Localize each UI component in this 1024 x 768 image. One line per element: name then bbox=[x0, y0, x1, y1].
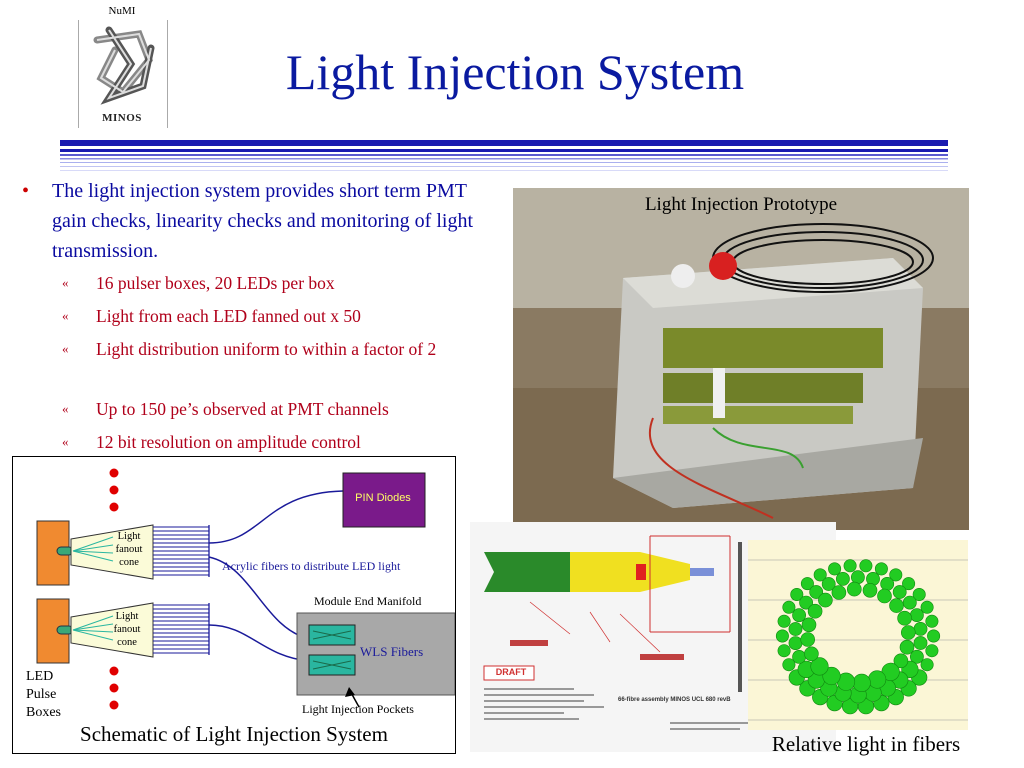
fiber-dot bbox=[799, 595, 813, 610]
prototype-photo bbox=[513, 188, 969, 530]
light-injection-pockets-label: Light Injection Pockets bbox=[302, 702, 414, 716]
fiber-dot bbox=[913, 636, 928, 650]
fiber-dot bbox=[843, 559, 857, 573]
fiber-dot bbox=[792, 608, 806, 623]
fiber-dot bbox=[893, 653, 909, 669]
logo-minos-text: MINOS bbox=[102, 112, 142, 124]
sub-bullet-text: Light distribution uniform to within a f… bbox=[96, 339, 437, 359]
photo-caption: Light Injection Prototype bbox=[644, 194, 838, 215]
fiber-dot bbox=[868, 670, 887, 689]
fiber-dot bbox=[874, 562, 888, 576]
fiber-dot bbox=[788, 636, 803, 650]
fiber-dot bbox=[892, 585, 907, 599]
logo-knot-icon bbox=[93, 26, 155, 105]
fiber-dot bbox=[813, 568, 827, 582]
led-label-line: Pulse bbox=[26, 687, 57, 702]
fiber-dot bbox=[909, 649, 924, 664]
page-title: Light Injection System bbox=[285, 44, 745, 100]
fiber-dot bbox=[902, 577, 916, 591]
fiber-dot bbox=[925, 644, 939, 658]
fiber-dot bbox=[852, 673, 871, 692]
sub-bullet-marker: « bbox=[62, 341, 69, 356]
fiber-dot bbox=[782, 658, 796, 672]
fiber-dot bbox=[810, 657, 829, 676]
fiber-dot bbox=[859, 559, 873, 573]
led-pulse-boxes-label: LED Pulse Boxes bbox=[26, 668, 76, 722]
fiber-dot bbox=[828, 562, 842, 576]
fiber-dot bbox=[790, 587, 804, 601]
fiber-dot bbox=[899, 639, 915, 655]
fiber-dot bbox=[920, 600, 934, 614]
fiber-dot bbox=[818, 592, 833, 608]
fanout-label-line: cone bbox=[117, 637, 137, 648]
fiber-dot bbox=[925, 614, 939, 628]
sub-bullet-marker: « bbox=[62, 308, 69, 323]
sub-bullet-text: 16 pulser boxes, 20 LEDs per box bbox=[96, 273, 335, 293]
fanout-label-line: cone bbox=[119, 557, 139, 568]
fiber-dot bbox=[880, 577, 895, 591]
sub-bullet-marker: « bbox=[62, 275, 69, 290]
fiber-dot bbox=[831, 585, 847, 600]
fanout-label-line: Light bbox=[117, 531, 141, 542]
fiber-dot bbox=[913, 622, 928, 636]
fiber-dot bbox=[909, 608, 924, 622]
fiber-dot bbox=[800, 632, 816, 647]
module-end-manifold-label: Module End Manifold bbox=[314, 594, 422, 608]
fanout-label-line: Light bbox=[115, 611, 139, 622]
fibers-plot-caption: Relative light in fibers bbox=[771, 732, 961, 756]
fiber-dot bbox=[901, 625, 916, 640]
fiber-dot bbox=[889, 568, 903, 582]
title-rule bbox=[60, 140, 948, 171]
schematic-diagram bbox=[12, 456, 456, 754]
fanout-cone-label-1: Light fanout cone bbox=[108, 530, 150, 569]
main-bullet-text: The light injection system provides shor… bbox=[52, 180, 473, 262]
fiber-dot bbox=[877, 588, 892, 604]
acrylic-fibers-label: Acrylic fibers to distribute LED light bbox=[222, 559, 401, 573]
minos-logo bbox=[78, 20, 168, 128]
pin-diodes-label: PIN Diodes bbox=[355, 492, 411, 504]
fiber-dot bbox=[851, 570, 865, 585]
fiber-dot bbox=[862, 582, 878, 598]
fiber-dot bbox=[902, 595, 917, 610]
bullet-marker: • bbox=[22, 180, 30, 202]
fiber-dot bbox=[804, 646, 819, 662]
fiber-dot bbox=[927, 629, 941, 643]
relative-light-plot bbox=[748, 540, 968, 730]
fiber-dot bbox=[847, 581, 862, 597]
fanout-cone-label-2: Light fanout cone bbox=[106, 610, 148, 649]
fiber-dot bbox=[836, 572, 850, 586]
fiber-dot bbox=[809, 585, 824, 599]
fiber-dot bbox=[777, 644, 791, 658]
fiber-dot bbox=[788, 622, 803, 636]
led-label-line: LED bbox=[26, 669, 54, 684]
assembly-note: 66-fibre assembly MINOS UCL 680 revB bbox=[618, 697, 731, 703]
led-label-line: Boxes bbox=[26, 705, 61, 720]
draft-label: DRAFT bbox=[495, 667, 527, 677]
fiber-dot bbox=[807, 603, 823, 619]
fiber-dot bbox=[792, 650, 806, 664]
fanout-label-line: fanout bbox=[115, 544, 143, 555]
fiber-dot bbox=[800, 577, 814, 591]
sub-bullet-text: Light from each LED fanned out x 50 bbox=[96, 306, 361, 326]
fiber-dot bbox=[777, 614, 791, 628]
logo-numi-text: NuMI bbox=[108, 5, 136, 17]
schematic-caption: Schematic of Light Injection System bbox=[80, 722, 388, 746]
fiber-dot bbox=[821, 577, 836, 591]
fiber-dot bbox=[897, 610, 912, 626]
sub-bullet-text: Up to 150 pe’s observed at PMT channels bbox=[96, 399, 389, 419]
fiber-dot bbox=[889, 598, 904, 613]
fiber-dot bbox=[912, 587, 926, 601]
sub-bullet-marker: « bbox=[62, 401, 69, 416]
fiber-dot bbox=[822, 666, 841, 686]
sub-bullet-text: 12 bit resolution on amplitude control bbox=[96, 432, 361, 452]
fiber-dot bbox=[920, 658, 934, 672]
fiber-dot bbox=[782, 600, 796, 614]
sub-bullet-marker: « bbox=[62, 434, 69, 449]
fiber-dot bbox=[775, 629, 789, 643]
wls-fibers-label: WLS Fibers bbox=[360, 644, 424, 659]
fiber-dot bbox=[801, 617, 817, 633]
fanout-label-line: fanout bbox=[113, 624, 141, 635]
